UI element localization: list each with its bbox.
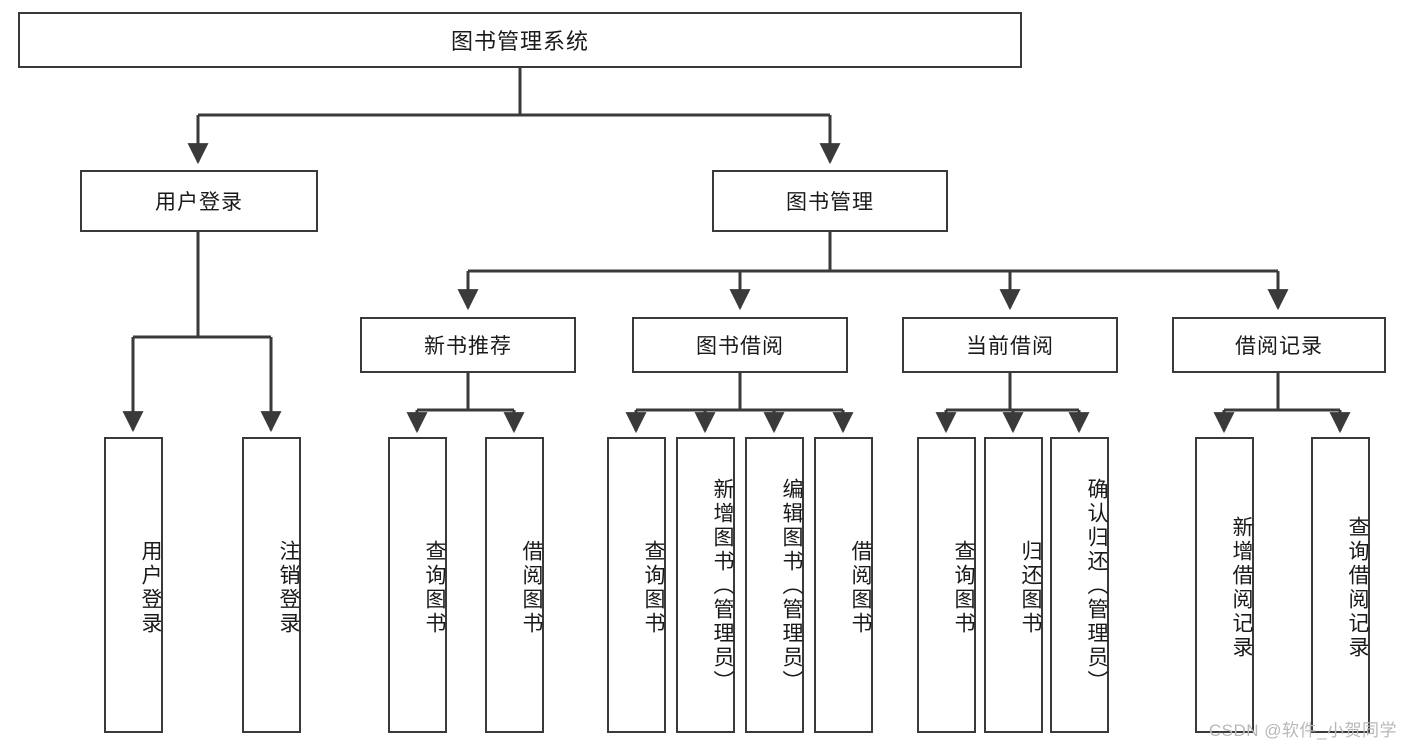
leaf-add-record[interactable]: 新增借阅记录 (1195, 437, 1254, 733)
leaf-query-book-1-label: 查询图书 (423, 540, 446, 636)
leaf-return-book[interactable]: 归还图书 (984, 437, 1043, 733)
node-new-book-recommend-label: 新书推荐 (424, 335, 512, 358)
leaf-confirm-return-label: 确认归还（管理员） (1085, 478, 1108, 694)
leaf-logout-login-label: 注销登录 (277, 540, 300, 636)
leaf-add-book-label: 新增图书（管理员） (711, 478, 734, 694)
leaf-query-book-3[interactable]: 查询图书 (917, 437, 976, 733)
leaf-borrow-book-2[interactable]: 借阅图书 (814, 437, 873, 733)
node-user-login-label: 用户登录 (155, 191, 243, 214)
leaf-return-book-label: 归还图书 (1019, 540, 1042, 636)
node-book-borrow-label: 图书借阅 (696, 335, 784, 358)
node-book-manage[interactable]: 图书管理 (712, 170, 948, 232)
node-book-borrow[interactable]: 图书借阅 (632, 317, 848, 373)
leaf-user-login[interactable]: 用户登录 (104, 437, 163, 733)
leaf-confirm-return[interactable]: 确认归还（管理员） (1050, 437, 1109, 733)
leaf-query-record[interactable]: 查询借阅记录 (1311, 437, 1370, 733)
node-current-borrow-label: 当前借阅 (966, 335, 1054, 358)
leaf-user-login-label: 用户登录 (139, 540, 162, 636)
leaf-logout-login[interactable]: 注销登录 (242, 437, 301, 733)
node-new-book-recommend[interactable]: 新书推荐 (360, 317, 576, 373)
node-borrow-record[interactable]: 借阅记录 (1172, 317, 1386, 373)
node-root-label: 图书管理系统 (450, 29, 589, 54)
leaf-query-book-3-label: 查询图书 (952, 540, 975, 636)
node-current-borrow[interactable]: 当前借阅 (902, 317, 1118, 373)
node-user-login[interactable]: 用户登录 (80, 170, 318, 232)
leaf-edit-book-label: 编辑图书（管理员） (780, 478, 803, 694)
leaf-query-book-2-label: 查询图书 (642, 540, 665, 636)
leaf-query-book-2[interactable]: 查询图书 (607, 437, 666, 733)
leaf-borrow-book-2-label: 借阅图书 (849, 540, 872, 636)
node-borrow-record-label: 借阅记录 (1235, 335, 1323, 358)
leaf-add-book[interactable]: 新增图书（管理员） (676, 437, 735, 733)
leaf-add-record-label: 新增借阅记录 (1230, 516, 1253, 660)
leaf-query-record-label: 查询借阅记录 (1346, 516, 1369, 660)
leaf-query-book-1[interactable]: 查询图书 (388, 437, 447, 733)
node-root[interactable]: 图书管理系统 (18, 12, 1022, 68)
node-book-manage-label: 图书管理 (786, 191, 874, 214)
leaf-borrow-book-1-label: 借阅图书 (520, 540, 543, 636)
leaf-edit-book[interactable]: 编辑图书（管理员） (745, 437, 804, 733)
leaf-borrow-book-1[interactable]: 借阅图书 (485, 437, 544, 733)
